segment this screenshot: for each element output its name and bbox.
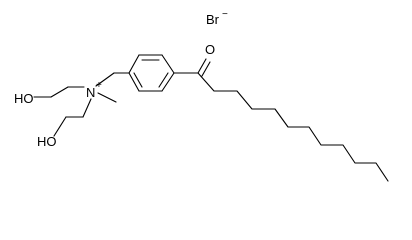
benzylic-linker (95, 72, 130, 87)
hydroxyl-label-top: HO (14, 91, 34, 106)
hydroxyl-label-bottom: HO (37, 134, 57, 149)
alkyl-chain (197, 72, 389, 182)
bromide-symbol: Br (206, 12, 220, 27)
nitrogen-charge: + (96, 80, 102, 91)
benzene-ring (128, 54, 175, 92)
methyl-bond (97, 92, 117, 103)
hydroxyethyl-arm-bottom (53, 98, 92, 137)
hydroxyethyl-arm-top (33, 86, 85, 98)
carbonyl-oxygen-symbol: O (205, 42, 215, 57)
bromide-charge: − (222, 9, 228, 20)
chemical-structure: Br − HO N + HO O (14, 9, 389, 182)
nitrogen-symbol: N (86, 85, 95, 100)
carbonyl-group (173, 58, 211, 77)
